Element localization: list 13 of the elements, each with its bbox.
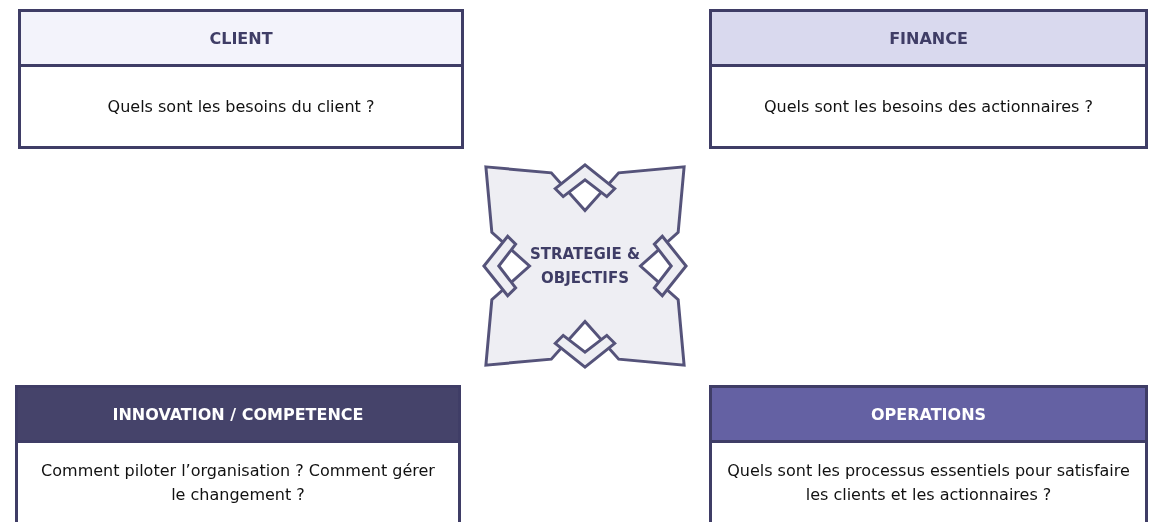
card-heading: INNOVATION / COMPETENCE xyxy=(18,388,458,443)
shape-label: STRATEGIE & OBJECTIFS xyxy=(529,244,641,289)
card-question: Quels sont les processus essentiels pour satisfaire les clients et les actionnaires ? xyxy=(726,460,1131,506)
perspective-card xyxy=(15,385,461,522)
perspective-card xyxy=(709,385,1148,522)
perspective-card xyxy=(709,9,1148,149)
card-heading: CLIENT xyxy=(21,12,461,67)
card-heading: OPERATIONS xyxy=(712,388,1145,443)
card-question: Quels sont les besoins du client ? xyxy=(106,95,376,118)
card-heading: FINANCE xyxy=(712,12,1145,67)
card-question: Comment piloter l’organisation ? Comment gérer le changement ? xyxy=(40,460,436,506)
perspective-card xyxy=(18,9,464,149)
card-question: Quels sont les besoins des actionnaires ? xyxy=(763,95,1094,118)
